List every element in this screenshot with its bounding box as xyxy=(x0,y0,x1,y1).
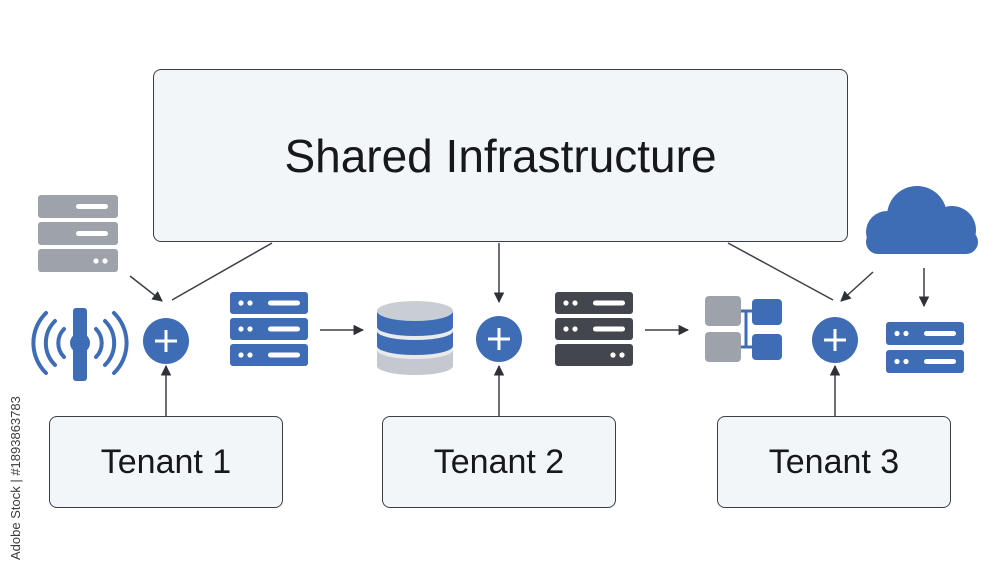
database-icon xyxy=(377,301,453,375)
connectors xyxy=(129,242,930,416)
cloud-icon xyxy=(866,186,978,254)
shared-infrastructure-label: Shared Infrastructure xyxy=(284,129,717,182)
server-rack-icon xyxy=(230,292,308,366)
tenant-1-label: Tenant 1 xyxy=(100,442,232,481)
tenant-2-label: Tenant 2 xyxy=(433,442,565,481)
tenant-1-box: Tenant 1 xyxy=(49,416,283,508)
server-rack-icon xyxy=(886,322,964,373)
shared-infrastructure-box: Shared Infrastructure xyxy=(153,69,848,242)
add-icon xyxy=(812,317,858,363)
hierarchy-icon xyxy=(705,296,782,362)
tenant-3-box: Tenant 3 xyxy=(717,416,951,508)
infra-to-hub-1-line xyxy=(171,242,273,301)
tenant-3-label: Tenant 3 xyxy=(768,442,900,481)
add-icon xyxy=(143,318,189,364)
tenant-2-box: Tenant 2 xyxy=(382,416,616,508)
add-icon xyxy=(476,316,522,362)
server-rack-icon xyxy=(555,292,633,366)
server-rack-icon xyxy=(38,195,118,272)
infra-to-hub-3-line xyxy=(727,242,834,301)
cloud-to-hub-3-arrow xyxy=(840,271,874,302)
server-to-hub-1-arrow xyxy=(129,275,163,302)
stock-credit: Adobe Stock | #1893863783 xyxy=(8,396,23,560)
wireless-antenna-icon xyxy=(31,308,129,381)
